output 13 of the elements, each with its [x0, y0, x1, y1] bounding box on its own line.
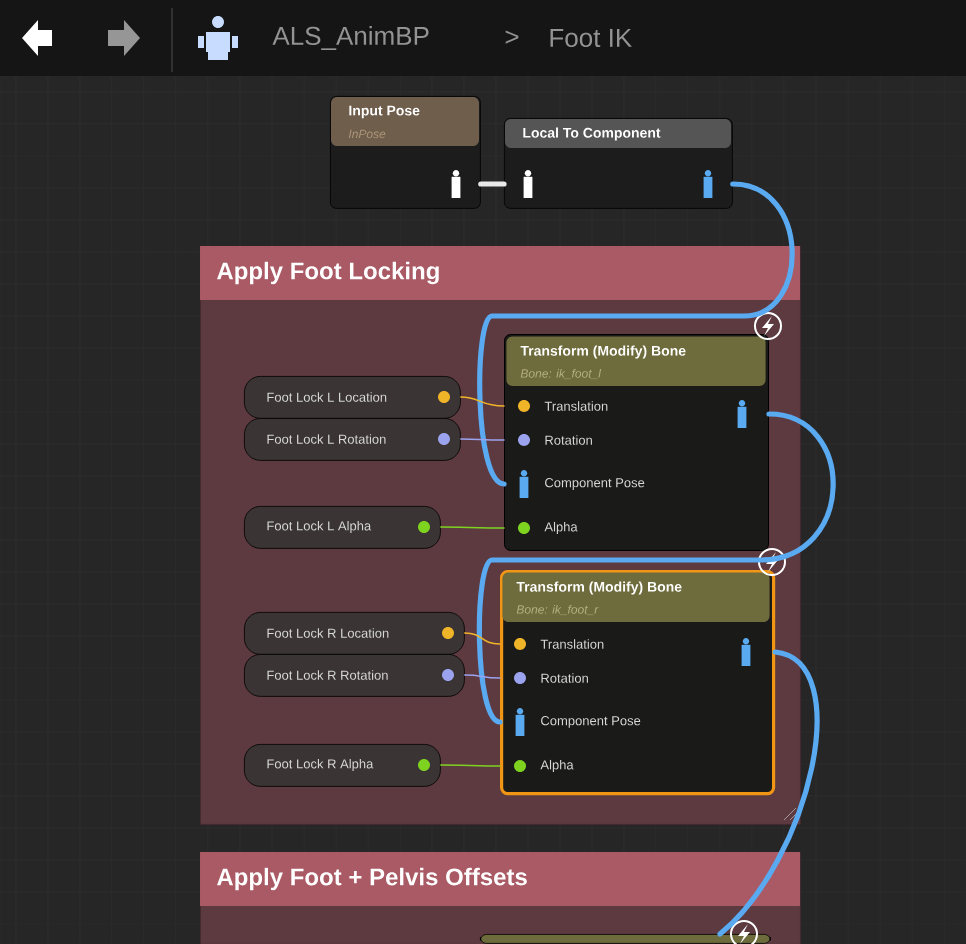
breadcrumb-separator: >: [505, 30, 519, 44]
wire: [464, 674, 501, 679]
comment-box: Apply Foot + Pelvis Offsets: [200, 852, 801, 944]
wire: [440, 526, 505, 529]
wire: [440, 764, 501, 767]
graph-node: [480, 934, 771, 944]
breadcrumb-text: ALS_AnimBP: [272, 26, 429, 50]
wire: [460, 396, 505, 407]
wire: [477, 181, 795, 487]
breadcrumb-text: Foot IK: [550, 28, 632, 48]
wire: [464, 632, 501, 645]
wire: [478, 181, 507, 187]
wire: [460, 438, 505, 441]
